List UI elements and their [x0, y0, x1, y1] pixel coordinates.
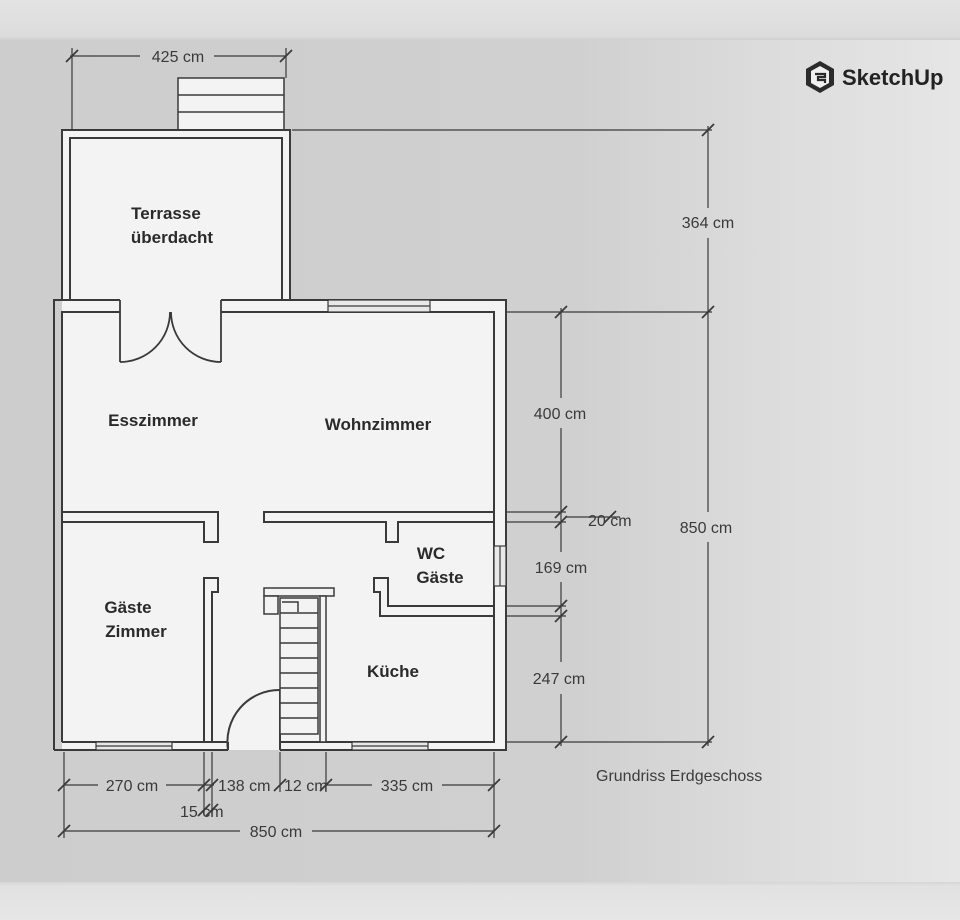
- window-top: [327, 299, 431, 313]
- dim-label-169: 169 cm: [535, 560, 587, 577]
- dimension-bottom: [57, 752, 501, 838]
- terrace-double-door: [119, 300, 222, 363]
- room-label-terrasse-2: überdacht: [131, 228, 214, 247]
- window-bottom-right: [351, 741, 429, 751]
- room-label-wc-2: Gäste: [416, 568, 463, 587]
- dimension-right-outer: [292, 123, 715, 749]
- terrace-outline: [61, 129, 291, 300]
- staircase: [263, 587, 335, 743]
- sketchup-logo: SketchUp: [806, 61, 943, 93]
- room-label-kueche: Küche: [367, 662, 419, 681]
- interior-walls: [61, 511, 495, 743]
- dim-label-400: 400 cm: [534, 406, 586, 423]
- room-label-wohnzimmer: Wohnzimmer: [325, 415, 432, 434]
- dim-label-15: 15 cm: [180, 804, 224, 821]
- dim-label-20: 20 cm: [588, 513, 632, 530]
- dim-label-247: 247 cm: [533, 671, 585, 688]
- dim-label-335: 335 cm: [381, 778, 433, 795]
- room-label-esszimmer: Esszimmer: [108, 411, 198, 430]
- sketchup-wordmark: SketchUp: [842, 65, 943, 90]
- dim-label-138: 138 cm: [218, 778, 270, 795]
- plan-caption: Grundriss Erdgeschoss: [596, 768, 762, 785]
- dim-label-270: 270 cm: [106, 778, 158, 795]
- room-label-gaeste-1: Gäste: [104, 598, 151, 617]
- dim-label-850-right: 850 cm: [680, 520, 732, 537]
- dim-label-12: 12 cm: [284, 778, 328, 795]
- dimension-top: [65, 48, 293, 130]
- room-label-gaeste-2: Zimmer: [105, 622, 167, 641]
- window-bottom-left: [95, 741, 173, 751]
- dim-label-top: 425 cm: [152, 49, 204, 66]
- room-label-wc-1: WC: [417, 544, 445, 563]
- terrace-area: [62, 130, 290, 300]
- window-wc: [493, 545, 507, 587]
- terrace-steps: [177, 77, 285, 131]
- room-label-terrasse-1: Terrasse: [131, 204, 201, 223]
- dim-label-364: 364 cm: [682, 215, 734, 232]
- dimension-right-inner: [506, 305, 620, 749]
- dim-label-850-bottom: 850 cm: [250, 824, 302, 841]
- sketchup-icon: [806, 61, 834, 93]
